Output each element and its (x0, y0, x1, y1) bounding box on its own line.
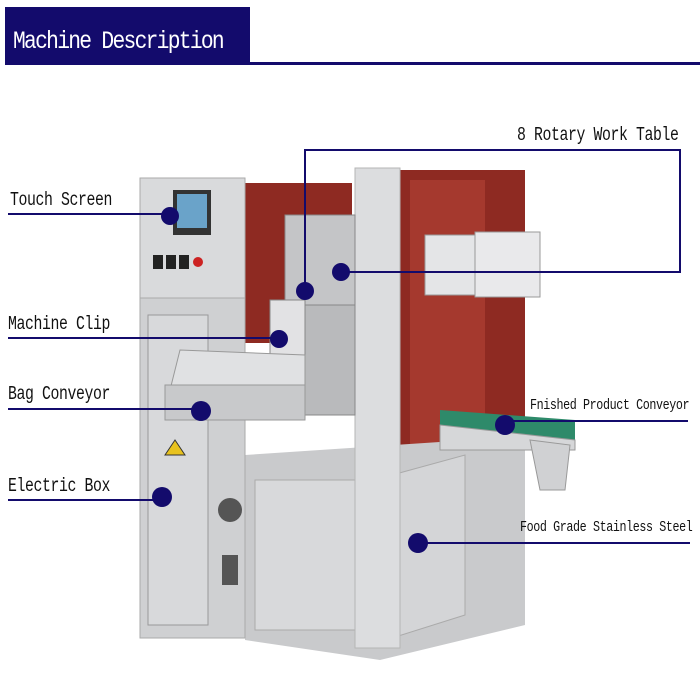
label-food-grade-stainless-steel: Food Grade Stainless Steel (520, 519, 693, 536)
page-title: Machine Description (13, 27, 225, 56)
rotary-table-marker-2 (332, 263, 350, 281)
label-electric-box: Electric Box (8, 475, 111, 497)
electric-box-marker (152, 487, 172, 507)
label-touch-screen: Touch Screen (10, 189, 113, 211)
label-finished-product-conveyor: Fnished Product Conveyor (530, 397, 690, 414)
label-machine-clip: Machine Clip (8, 313, 111, 335)
header-banner: Machine Description (5, 7, 250, 63)
stainless-steel-marker (408, 533, 428, 553)
label-bag-conveyor: Bag Conveyor (8, 383, 111, 405)
header-divider (5, 62, 700, 65)
rotary-table-marker (296, 282, 314, 300)
touch-screen-marker (161, 207, 179, 225)
bag-conveyor-marker (191, 401, 211, 421)
machine-clip-marker (270, 330, 288, 348)
finished-conveyor-marker (495, 415, 515, 435)
label-rotary-work-table: 8 Rotary Work Table (517, 124, 679, 146)
right-column (354, 167, 401, 649)
touch-screen-display (177, 194, 207, 228)
